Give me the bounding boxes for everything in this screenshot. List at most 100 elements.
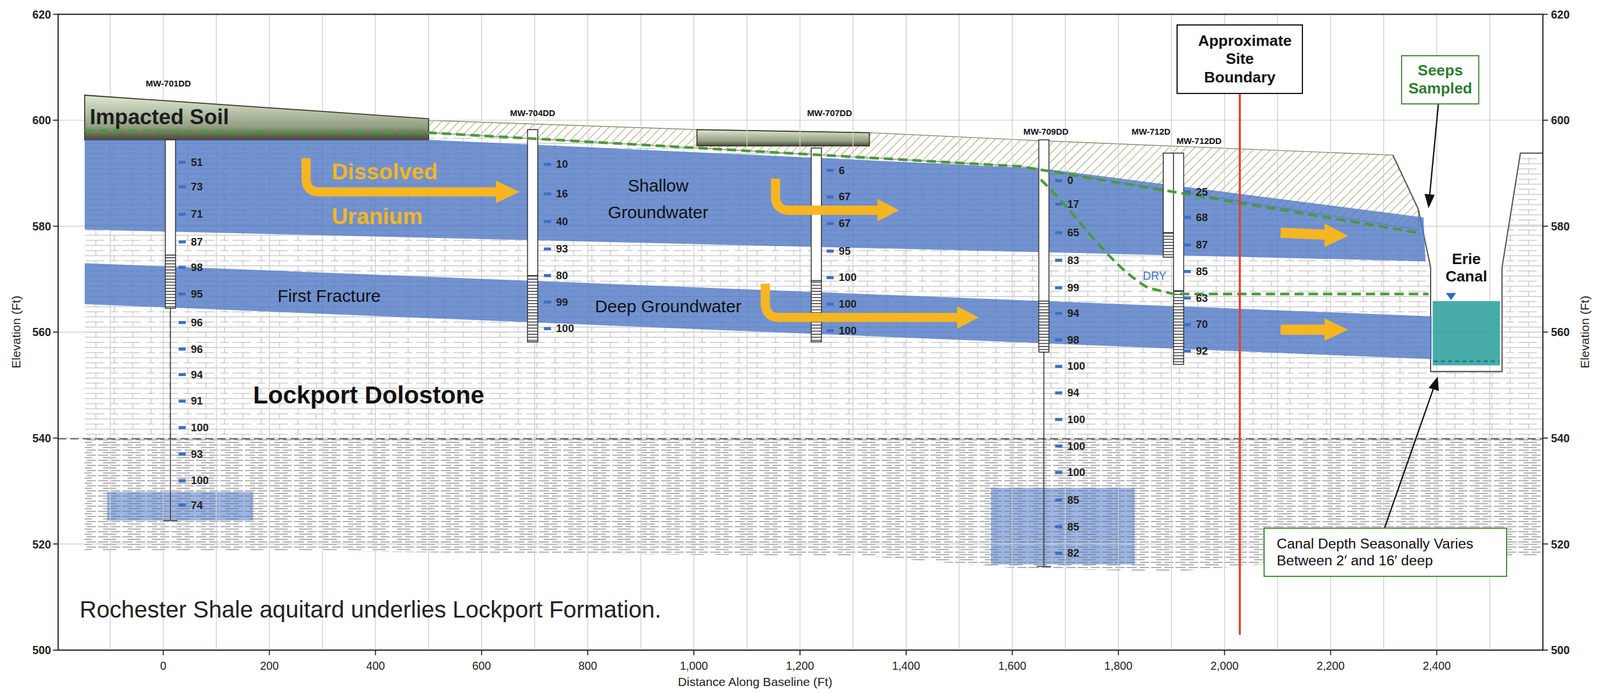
flow-arrow: [1280, 232, 1327, 235]
axis-tick: [1543, 331, 1549, 333]
axis-value: 2,400: [1422, 659, 1451, 672]
sample-value: 6: [838, 164, 845, 177]
sample-value: 100: [1067, 360, 1086, 373]
well-name: MW-712DD: [1176, 135, 1222, 146]
sample-mark: [1183, 349, 1191, 353]
sample-mark: [178, 452, 186, 456]
axis-value: 800: [578, 659, 597, 672]
sample-mark: [178, 265, 186, 269]
sample-value: 74: [190, 498, 204, 512]
axis-value: 1,000: [679, 659, 708, 672]
axis-title: Distance Along Baseline (Ft): [678, 674, 833, 689]
sample-mark: [826, 221, 834, 225]
sample-mark: [1055, 202, 1063, 206]
open-borehole: [163, 519, 178, 521]
sample-value: 95: [838, 244, 852, 257]
well-name: MW-709DD: [1023, 126, 1069, 137]
axis-value: 500: [32, 643, 52, 657]
sample-mark: [544, 300, 552, 304]
sample-mark: [1183, 243, 1191, 246]
sample-mark: [1055, 286, 1063, 289]
axis-value: 620: [32, 8, 52, 21]
sample-value: 65: [1067, 226, 1080, 239]
flow-arrow: [1280, 324, 1327, 335]
leader-arrowhead: [1428, 376, 1440, 392]
sample-mark: [1055, 311, 1063, 315]
seeps-box: Seeps Sampled: [1401, 55, 1480, 105]
sample-mark: [826, 168, 834, 172]
sample-mark: [544, 192, 552, 195]
sample-mark: [826, 276, 834, 280]
impacted-soil-outline: [84, 95, 429, 140]
axis-value: 2,000: [1210, 659, 1239, 672]
axis-tick: [1224, 649, 1226, 655]
sample-mark: [1183, 269, 1191, 273]
sample-mark: [1055, 444, 1063, 448]
deep-groundwater-band: First FractureDeep Groundwater: [84, 261, 1434, 361]
open-borehole: [1036, 565, 1052, 567]
sample-value: 100: [1067, 413, 1086, 426]
plot-ground: [58, 14, 1543, 651]
sample-mark: [1055, 417, 1063, 421]
sample-mark: [1055, 364, 1063, 368]
axis-value: 1,200: [786, 659, 814, 672]
sample-mark: [178, 240, 186, 244]
sample-mark: [1055, 498, 1063, 502]
sample-value: 67: [838, 217, 852, 230]
sample-value: 96: [190, 316, 204, 329]
sample-value: 0: [1067, 174, 1074, 187]
axis-value: 600: [1551, 113, 1570, 127]
sample-value: 71: [190, 208, 204, 221]
sample-value: 10: [556, 158, 569, 171]
sample-value: 100: [838, 324, 857, 337]
axis-value: 500: [1551, 643, 1570, 657]
sample-value: 93: [190, 447, 204, 461]
sample-value: 87: [1195, 239, 1208, 252]
sample-mark: [826, 302, 834, 306]
water-level-symbol: [1445, 292, 1457, 300]
sample-value: 80: [556, 269, 569, 282]
sample-value: 99: [556, 295, 569, 309]
axis-title: Elevation (Ft): [1577, 295, 1592, 368]
sample-value: 73: [190, 180, 204, 193]
sample-value: 25: [1195, 185, 1208, 198]
sample-mark: [544, 219, 552, 223]
band-text: Dissolved Uranium: [331, 149, 455, 240]
sample-value: 93: [556, 243, 569, 256]
impacted-soil: Impacted Soil: [84, 95, 429, 140]
sample-mark: [178, 160, 186, 164]
well-screen: [811, 280, 822, 343]
axis-value: 200: [259, 659, 279, 672]
sample-mark: [544, 273, 552, 277]
sample-value: 96: [190, 342, 204, 356]
well-casing: [1039, 139, 1050, 302]
sample-mark: [178, 373, 186, 376]
sample-mark: [1055, 179, 1063, 183]
plot-frame: [58, 14, 1543, 651]
sample-mark: [1055, 391, 1063, 394]
sample-value: 91: [190, 395, 204, 408]
sample-value: 16: [556, 187, 569, 201]
axis-tick: [1011, 649, 1013, 655]
band-text: Deep Groundwater: [594, 295, 742, 316]
sample-mark: [544, 247, 552, 251]
sample-value: 98: [190, 261, 204, 274]
sample-value: 98: [1067, 333, 1080, 346]
band-text: Shallow Groundwater: [591, 172, 725, 226]
axis-tick: [1330, 649, 1332, 655]
canal-depth-box: Canal Depth Seasonally Varies Between 2′…: [1263, 527, 1508, 577]
sample-mark: [178, 347, 186, 351]
axis-tick: [1543, 13, 1549, 16]
axis-tick: [1543, 119, 1549, 121]
deep-water-zone: [107, 491, 254, 521]
axis-value: 520: [1551, 537, 1570, 550]
sample-value: 40: [556, 215, 569, 228]
sample-value: 94: [1067, 386, 1080, 400]
sample-mark: [178, 320, 186, 324]
sample-mark: [178, 292, 186, 296]
impacted-soil-patch: [696, 129, 870, 146]
axis-value: 600: [472, 659, 491, 672]
leader-lines: [1384, 99, 1439, 528]
well-screen: [1173, 290, 1185, 365]
canal-name: Erie Canal: [1435, 249, 1498, 285]
